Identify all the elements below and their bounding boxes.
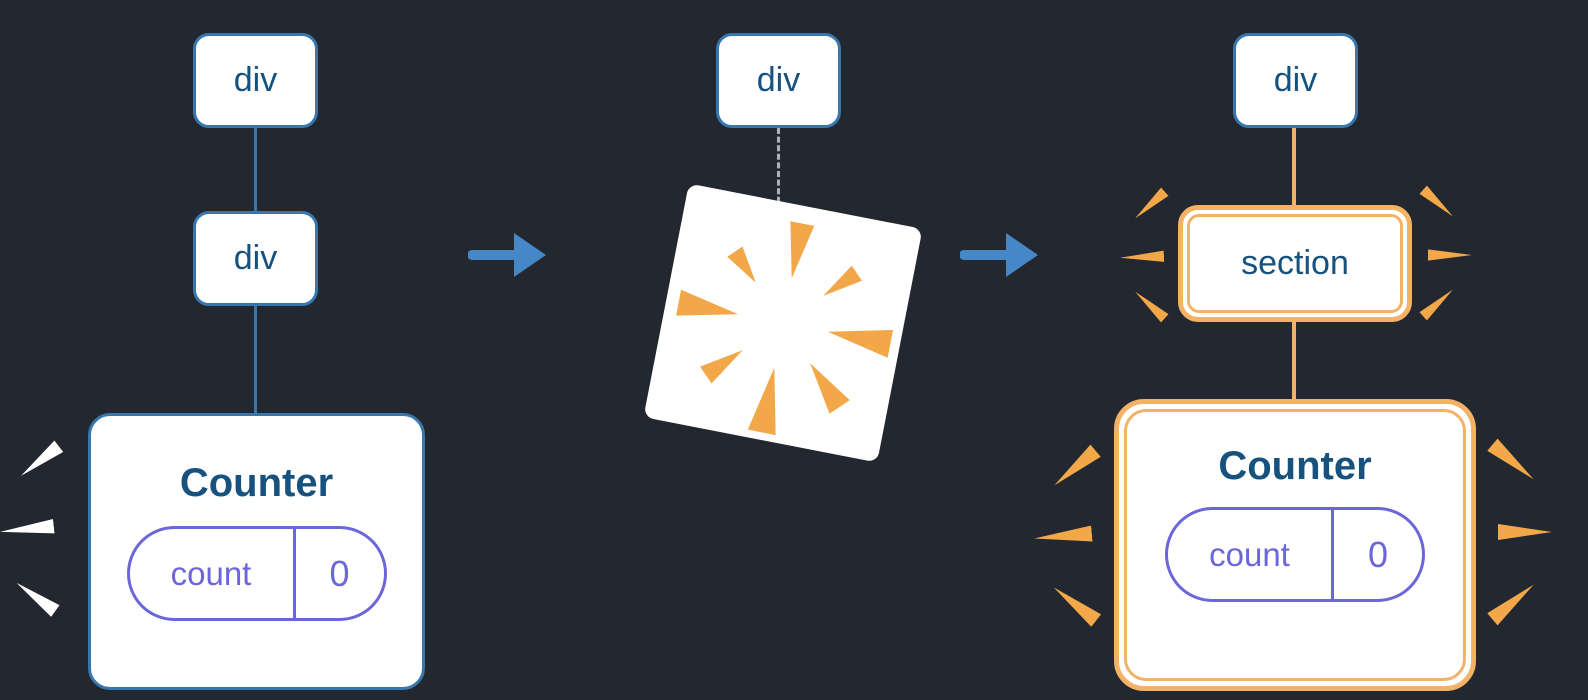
spark-icon bbox=[16, 439, 65, 483]
spark-icon bbox=[1130, 186, 1169, 223]
spark-icon bbox=[1033, 524, 1093, 549]
arrow-right-icon bbox=[468, 227, 548, 283]
spark-icon bbox=[11, 576, 60, 619]
spark-icon bbox=[1428, 248, 1472, 262]
tag-node-root-during: div bbox=[716, 33, 841, 128]
tag-label: div bbox=[756, 61, 801, 99]
counter-card-after: Counter count 0 bbox=[1114, 399, 1476, 691]
arrow-right-icon bbox=[960, 227, 1040, 283]
spark-icon bbox=[1418, 184, 1457, 221]
tag-label: div bbox=[233, 239, 278, 277]
component-name: Counter bbox=[1218, 444, 1372, 488]
state-value: 0 bbox=[1367, 533, 1389, 575]
tag-label: div bbox=[1273, 61, 1318, 99]
tag-node-root-before: div bbox=[193, 33, 318, 128]
spark-icon bbox=[0, 517, 55, 541]
state-key: count bbox=[1168, 510, 1334, 599]
tag-label: section bbox=[1241, 244, 1349, 282]
counter-card-before: Counter count 0 bbox=[88, 413, 425, 690]
poof-burst-icon bbox=[643, 183, 923, 463]
spark-icon bbox=[1120, 249, 1164, 265]
spark-icon bbox=[1048, 443, 1102, 493]
spark-icon bbox=[1498, 522, 1552, 542]
spark-icon bbox=[1486, 437, 1540, 487]
connector-line-highlight bbox=[1292, 321, 1296, 400]
tag-node-child-before: div bbox=[193, 211, 318, 306]
state-key: count bbox=[130, 529, 296, 618]
state-pill: count 0 bbox=[126, 526, 387, 621]
state-pill: count 0 bbox=[1165, 507, 1425, 602]
section-node-highlight: section bbox=[1178, 205, 1412, 322]
tag-node-root-after: div bbox=[1233, 33, 1358, 128]
connector-line bbox=[254, 128, 257, 211]
state-value: 0 bbox=[329, 552, 350, 594]
tag-label: div bbox=[233, 61, 278, 99]
connector-line bbox=[254, 306, 257, 413]
connector-line-highlight bbox=[1292, 128, 1296, 206]
dashed-connector-line bbox=[777, 128, 780, 220]
spark-icon bbox=[1418, 284, 1457, 321]
spark-icon bbox=[1486, 577, 1540, 627]
spark-icon bbox=[1048, 579, 1103, 628]
component-name: Counter bbox=[179, 461, 334, 505]
spark-icon bbox=[1130, 286, 1169, 323]
